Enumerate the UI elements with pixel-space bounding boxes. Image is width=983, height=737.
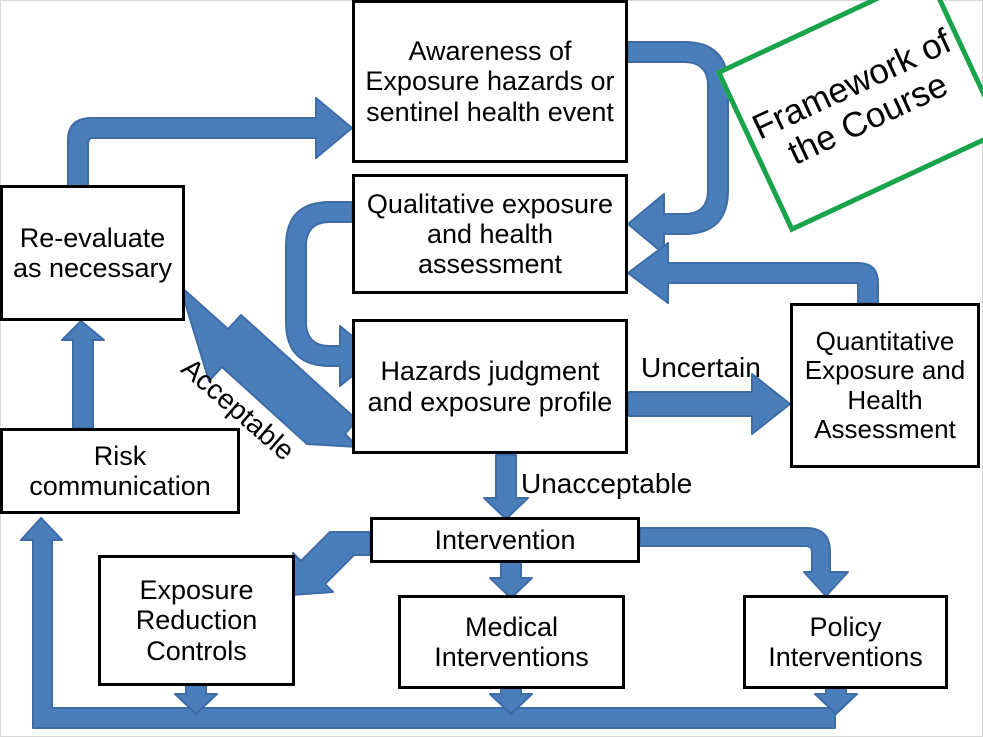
edge-label-uncertain-text: Uncertain bbox=[641, 352, 761, 383]
arrow-reevaluate-to-awareness bbox=[67, 97, 353, 191]
node-quantitative-label: Quantitative Exposure and Health Assessm… bbox=[804, 326, 966, 444]
node-exposure-reduction-controls[interactable]: Exposure Reduction Controls bbox=[98, 555, 295, 686]
arrow-bottom-feedback-bar bbox=[20, 517, 836, 729]
arrow-risk-to-reevaluate bbox=[61, 320, 105, 429]
node-qualitative-label: Qualitative exposure and health assessme… bbox=[366, 188, 614, 280]
edge-label-uncertain: Uncertain bbox=[641, 352, 761, 384]
node-hazards-label: Hazards judgment and exposure profile bbox=[367, 356, 613, 417]
arrow-intervention-to-policy bbox=[639, 527, 849, 597]
node-policy-interventions-label: Policy Interventions bbox=[768, 611, 923, 672]
node-risk-communication[interactable]: Risk communication bbox=[0, 428, 240, 514]
node-exposure-reduction-controls-label: Exposure Reduction Controls bbox=[135, 575, 258, 666]
arrow-medical-to-bar bbox=[489, 687, 533, 715]
arrow-intervention-to-exposure-controls bbox=[290, 531, 371, 596]
arrow-exposure-controls-to-bar bbox=[174, 684, 218, 715]
node-awareness-label: Awareness of Exposure hazards or sentine… bbox=[365, 36, 615, 127]
arrow-quantitative-to-qualitative bbox=[627, 242, 879, 304]
arrow-policy-to-bar bbox=[814, 687, 858, 715]
node-medical-interventions[interactable]: Medical Interventions bbox=[398, 595, 625, 689]
node-reevaluate[interactable]: Re-evaluate as necessary bbox=[0, 185, 185, 321]
arrow-hazards-to-quantitative bbox=[627, 373, 791, 435]
arrow-hazards-to-reevaluate bbox=[179, 285, 359, 448]
node-intervention-label: Intervention bbox=[434, 524, 576, 555]
arrow-awareness-to-qualitative bbox=[627, 41, 729, 255]
node-intervention[interactable]: Intervention bbox=[370, 517, 640, 563]
node-quantitative[interactable]: Quantitative Exposure and Health Assessm… bbox=[790, 303, 980, 468]
edge-label-unacceptable-text: Unacceptable bbox=[521, 468, 693, 499]
node-hazards[interactable]: Hazards judgment and exposure profile bbox=[352, 319, 628, 454]
node-qualitative[interactable]: Qualitative exposure and health assessme… bbox=[352, 174, 628, 294]
node-policy-interventions[interactable]: Policy Interventions bbox=[743, 595, 948, 689]
node-reevaluate-label: Re-evaluate as necessary bbox=[12, 222, 173, 283]
node-awareness[interactable]: Awareness of Exposure hazards or sentine… bbox=[352, 0, 628, 163]
node-risk-communication-label: Risk communication bbox=[29, 440, 211, 501]
node-medical-interventions-label: Medical Interventions bbox=[434, 611, 589, 672]
edge-label-unacceptable: Unacceptable bbox=[521, 468, 692, 500]
arrow-intervention-to-medical bbox=[489, 561, 533, 599]
